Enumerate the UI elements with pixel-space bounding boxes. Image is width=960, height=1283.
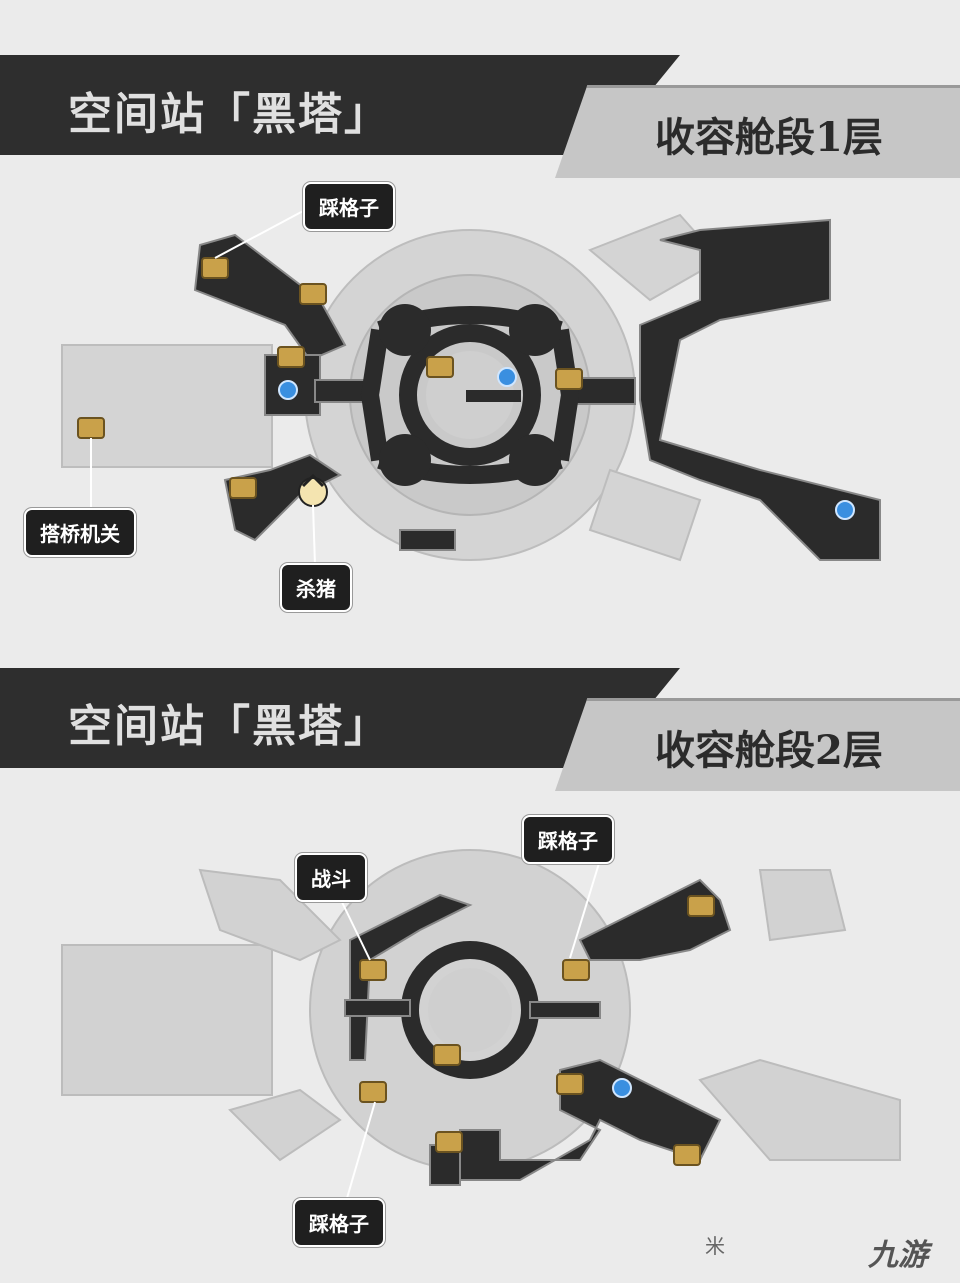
floor-name: 收容舱段2层 (655, 727, 883, 774)
se-corridor-pale (588, 468, 702, 562)
label-step-grid-bottom: 踩格子 (293, 1198, 385, 1247)
se-corridor (459, 1058, 722, 1181)
west-room (61, 344, 273, 468)
east-link (529, 1001, 601, 1019)
space-anchor-icon (278, 367, 855, 520)
nw-corridor (193, 233, 347, 362)
floor-name: 收容舱段1层 (655, 114, 883, 161)
se-grid-room (698, 1058, 901, 1161)
source-watermark: 米 (705, 1234, 725, 1258)
subtitle-banner (555, 85, 960, 178)
west-room (61, 944, 273, 1096)
east-corridor (639, 218, 881, 561)
ne-grid-room (758, 869, 847, 942)
label-kill-pig: 杀猪 (280, 563, 352, 612)
label-bridge-switch: 搭桥机关 (24, 508, 136, 557)
title-banner (0, 55, 680, 155)
sw-corridor-pale (228, 1088, 342, 1162)
west-arc-path (349, 893, 473, 1061)
map-title: 空间站「黑塔」 (68, 89, 390, 140)
west-link (344, 999, 411, 1017)
south-stub (399, 529, 456, 551)
nw-corridor-pale (198, 868, 342, 962)
floor-2-section: 空间站「黑塔」 收容舱段2层 (0, 640, 960, 1283)
floor-1-map (61, 209, 881, 566)
treasure-chest-icon (359, 895, 715, 1166)
treasure-chest-icon (77, 257, 583, 499)
site-logo: 九游 (868, 1238, 928, 1273)
title-banner (0, 668, 680, 768)
floor-2-map (61, 849, 901, 1206)
label-step-grid: 踩格子 (303, 182, 395, 231)
floor-1-section: 空间站「黑塔」 收容舱段1层 (0, 0, 960, 640)
label-battle: 战斗 (295, 853, 367, 902)
space-anchor-icon (612, 1078, 632, 1098)
subtitle-banner (555, 698, 960, 791)
warp-trotter-icon (298, 473, 328, 507)
label-step-grid-top: 踩格子 (522, 815, 614, 864)
map-title: 空间站「黑塔」 (68, 701, 390, 752)
